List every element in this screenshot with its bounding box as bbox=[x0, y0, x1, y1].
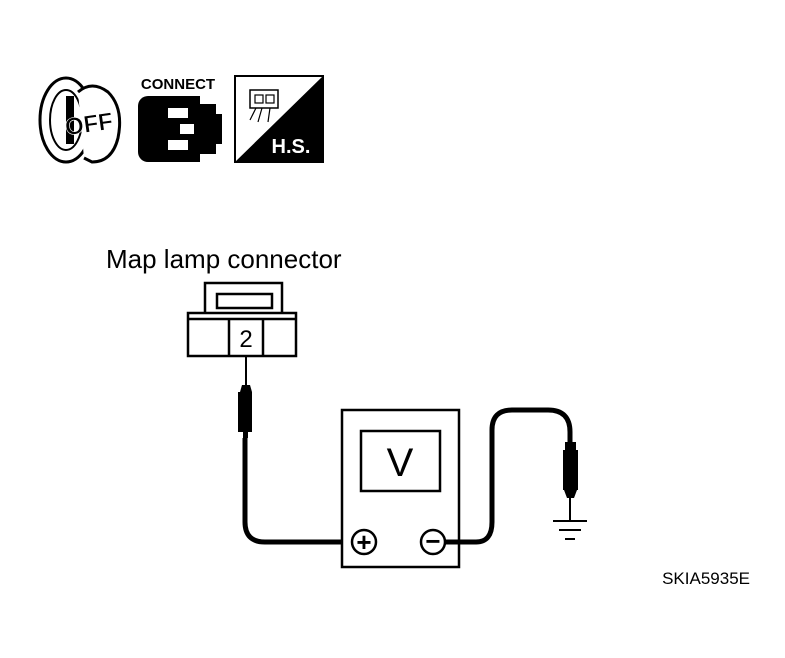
connect-label: CONNECT bbox=[141, 76, 215, 93]
negative-lead-wire bbox=[445, 407, 573, 545]
terminal-number: 2 bbox=[239, 326, 252, 353]
harness-side-connector-icon: H.S. bbox=[234, 75, 324, 163]
negative-sign: − bbox=[425, 526, 440, 556]
ground-symbol-icon bbox=[553, 520, 587, 540]
negative-probe bbox=[563, 442, 578, 521]
positive-lead-wire bbox=[242, 438, 352, 545]
connector-connect-icon: CONNECT bbox=[138, 76, 222, 162]
map-lamp-connector: 2 bbox=[186, 281, 298, 358]
positive-probe bbox=[238, 356, 252, 438]
voltmeter: V + − bbox=[340, 408, 461, 569]
voltmeter-display: V bbox=[387, 441, 414, 485]
positive-sign: + bbox=[356, 527, 371, 557]
positive-terminal bbox=[350, 528, 378, 556]
ignition-key-off-icon: OFF bbox=[38, 76, 122, 164]
connector-title: Map lamp connector bbox=[106, 244, 342, 274]
harness-side-label: H.S. bbox=[272, 136, 311, 158]
figure-id: SKIA5935E bbox=[662, 569, 750, 588]
